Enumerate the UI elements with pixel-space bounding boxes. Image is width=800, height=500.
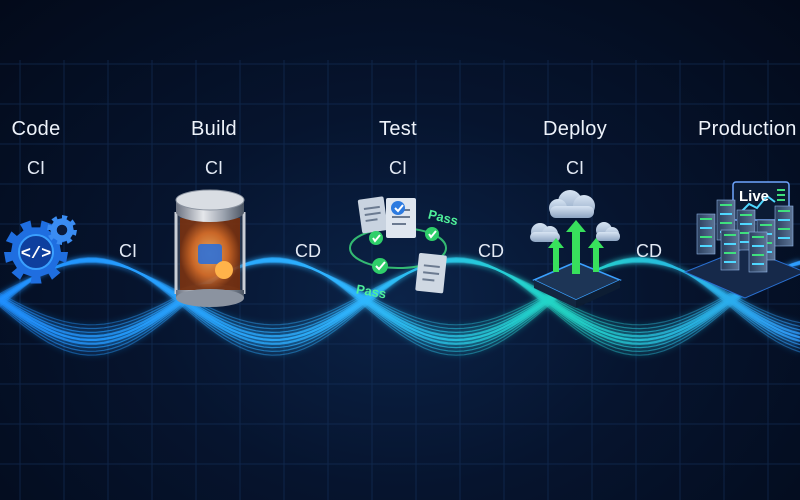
stage-label-build: Build — [191, 118, 237, 140]
stage-label-test: Test — [379, 118, 417, 140]
stage-label-code: Code — [11, 118, 61, 140]
svg-text:</>: </> — [21, 245, 52, 264]
connector-label-2: CD — [295, 241, 321, 261]
server-rack-icon — [683, 181, 800, 299]
stage-ci-deploy: CI — [566, 158, 584, 178]
stage-label-deploy: Deploy — [542, 118, 608, 140]
stage-ci-test: CI — [389, 158, 407, 178]
connector-label-1: CI — [119, 241, 137, 261]
live-badge: Live — [739, 188, 770, 205]
data-stream — [0, 256, 800, 356]
stage-label-production: Production — [698, 118, 797, 140]
code-gear-icon: </> — [4, 215, 77, 284]
test-documents-icon — [349, 196, 447, 294]
connector-label-4: CD — [636, 241, 662, 261]
connector-label-3: CD — [478, 241, 504, 261]
cloud-deploy-icon — [530, 190, 622, 308]
stage-ci-code: CI — [27, 158, 45, 178]
build-container-icon — [174, 189, 246, 307]
stage-ci-build: CI — [205, 158, 223, 178]
